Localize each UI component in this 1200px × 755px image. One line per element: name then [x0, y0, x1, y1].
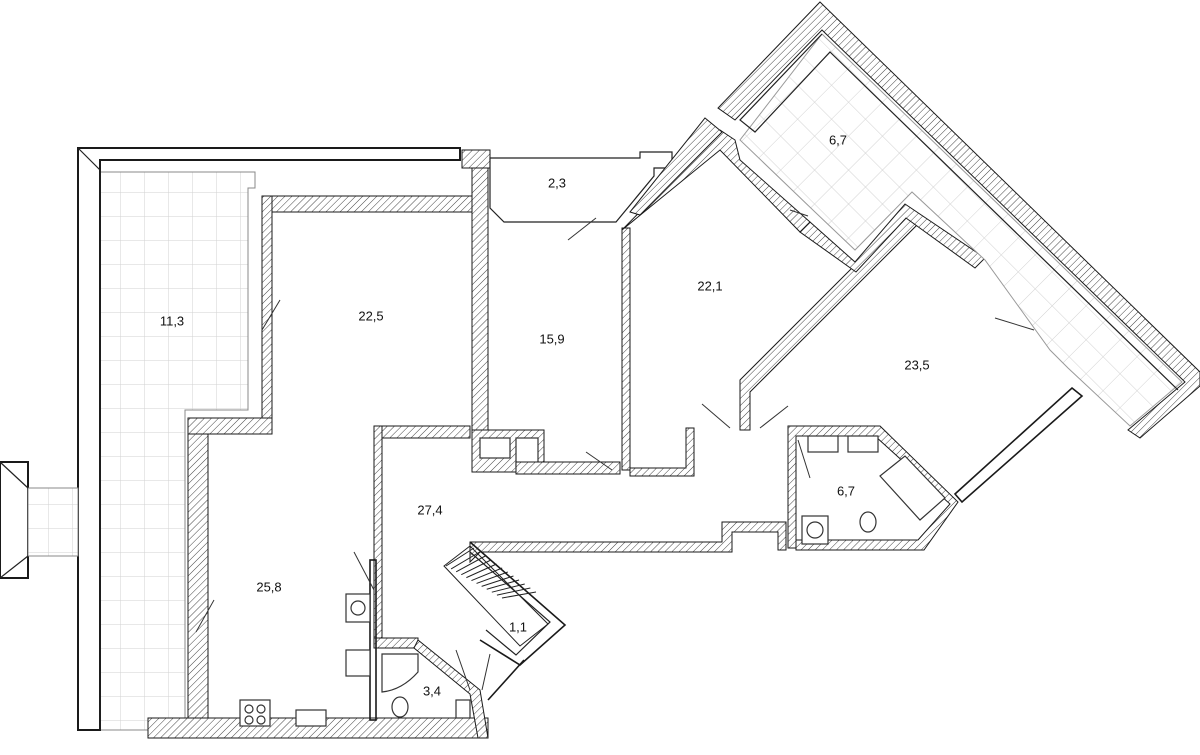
area-label-storage: 2,3: [548, 175, 566, 190]
doors: [195, 209, 1035, 691]
stair-tread: [496, 587, 531, 596]
stair-tread: [491, 583, 525, 593]
area-label-terrace-east: 6,7: [829, 132, 847, 147]
area-label-kitchen-living: 25,8: [256, 579, 281, 594]
terrace-east: [739, 33, 1183, 427]
staircase: [443, 545, 549, 647]
terrace-west: [77, 147, 461, 731]
stair-tread: [476, 571, 508, 584]
stair-tread: [455, 555, 486, 573]
stair-tread: [481, 575, 514, 587]
area-label-stair: 1,1: [509, 619, 527, 634]
stair-tread: [466, 563, 497, 579]
area-label-terrace-west: 11,3: [160, 313, 184, 328]
stair-tread: [471, 567, 503, 582]
stair-tread: [486, 579, 520, 590]
area-label-room-22-1: 22,1: [697, 278, 722, 293]
stair-tread: [445, 547, 475, 567]
area-label-hall: 27,4: [417, 502, 442, 517]
walls: [147, 1, 1200, 739]
stair-tread: [450, 551, 480, 570]
wc-fixtures: [381, 653, 471, 719]
kitchen-fixtures: [239, 593, 371, 727]
area-label-room-15-9: 15,9: [539, 331, 564, 346]
area-label-room-22-5: 22,5: [358, 308, 383, 323]
area-label-wc: 3,4: [423, 683, 441, 698]
entrance-niche: [0, 461, 79, 579]
area-label-room-23-5: 23,5: [904, 357, 929, 372]
stair-outline: [443, 545, 549, 647]
area-label-bathroom-east: 6,7: [837, 483, 855, 498]
area-labels: 11,3 22,5 2,3 15,9 22,1 6,7 23,5 6,7 27,…: [160, 132, 930, 698]
bathroom-fixtures: [801, 435, 946, 545]
